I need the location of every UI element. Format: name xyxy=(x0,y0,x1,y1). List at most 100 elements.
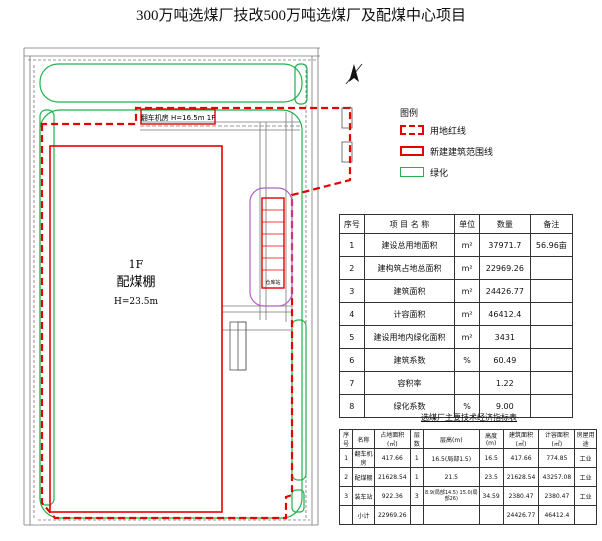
legend: 图例 用地红线 新建建筑范围线 绿化 xyxy=(400,106,493,185)
table-cell: 23.5 xyxy=(478,467,504,487)
road-lines xyxy=(23,47,320,526)
greenery-swatch xyxy=(400,167,424,177)
legend-item: 用地红线 xyxy=(400,122,493,138)
table-cell: 3431 xyxy=(478,325,531,349)
table-cell: 2380.47 xyxy=(538,486,576,506)
north-arrow-icon xyxy=(345,63,363,85)
table-cell xyxy=(529,302,574,326)
coal-shed-name-label: 配煤棚 xyxy=(116,275,155,290)
table-cell: 60.49 xyxy=(478,348,531,372)
table-cell: 21628.54 xyxy=(373,467,411,487)
loading-station-outline xyxy=(261,197,285,289)
table-cell: % xyxy=(454,348,480,372)
table-cell: 1 xyxy=(338,448,354,468)
table-cell: 工业 xyxy=(574,486,597,506)
table-cell: 22969.26 xyxy=(478,256,531,280)
table-cell: 3 xyxy=(339,279,365,303)
table-cell: % xyxy=(454,394,480,418)
table-cell: 建设用地内绿化面积 xyxy=(363,325,456,349)
table-cell: 翻车机房 xyxy=(352,448,375,468)
loading-area-outline xyxy=(249,187,293,307)
column-header: 项 目 名 称 xyxy=(363,214,456,234)
column-header: 占地面积(㎡) xyxy=(373,429,411,449)
table-cell: 56.96亩 xyxy=(529,233,574,257)
table-cell: 922.36 xyxy=(373,486,411,506)
table-cell: 417.66 xyxy=(373,448,411,468)
legend-item: 绿化 xyxy=(400,164,493,180)
table-cell: 1 xyxy=(339,233,365,257)
table-cell: 2 xyxy=(338,467,354,487)
table-cell: 21628.54 xyxy=(502,467,540,487)
table-cell: 容积率 xyxy=(363,371,456,395)
table-cell xyxy=(529,325,574,349)
table-cell: 小计 xyxy=(352,505,375,525)
table-cell xyxy=(338,505,354,525)
table-cell xyxy=(529,279,574,303)
column-header: 计容面积(㎡) xyxy=(538,429,576,449)
column-header: 高度(m) xyxy=(478,429,504,449)
column-header: 层数 xyxy=(409,429,424,449)
building-line-swatch xyxy=(400,146,424,156)
legend-label: 用地红线 xyxy=(430,126,467,137)
coal-shed-height-label: H=23.5m xyxy=(114,297,158,307)
table-cell: 3 xyxy=(409,486,424,506)
tipper-house-outline xyxy=(140,108,216,125)
table-header-row: 序号 名称 占地面积(㎡) 层数 层高(m) 高度(m) 建筑面积(㎡) 计容面… xyxy=(338,429,597,449)
loading-station-label: 仓库站 xyxy=(265,279,280,286)
table-cell: 1.22 xyxy=(478,371,531,395)
table-cell: 计容面积 xyxy=(363,302,456,326)
table-cell: 1 xyxy=(409,467,424,487)
table-header-row: 序号 项 目 名 称 单位 数量 备注 xyxy=(339,214,574,234)
column-header: 建筑面积(㎡) xyxy=(502,429,540,449)
legend-label: 绿化 xyxy=(430,168,449,179)
conveyor-lines xyxy=(140,112,300,331)
table-cell xyxy=(529,348,574,372)
legend-item: 新建建筑范围线 xyxy=(400,143,493,159)
table-cell: 46412.4 xyxy=(478,302,531,326)
annex-buildings xyxy=(229,107,353,371)
table-cell: 21.5 xyxy=(422,467,480,487)
table-cell xyxy=(454,371,480,395)
coal-shed-outline xyxy=(49,145,223,513)
loading-station-grid xyxy=(262,209,284,271)
redline-swatch xyxy=(400,125,424,135)
table-cell: 5 xyxy=(339,325,365,349)
column-header: 层高(m) xyxy=(422,429,480,449)
table-cell: 3 xyxy=(338,486,354,506)
column-header: 备注 xyxy=(529,214,574,234)
table-cell xyxy=(529,256,574,280)
technical-index-table: 序号 名称 占地面积(㎡) 层数 层高(m) 高度(m) 建筑面积(㎡) 计容面… xyxy=(338,429,597,525)
table-cell: 1 xyxy=(409,448,424,468)
table-cell xyxy=(529,394,574,418)
table-cell: 6 xyxy=(339,348,365,372)
legend-label: 新建建筑范围线 xyxy=(430,147,494,158)
table-cell: m² xyxy=(454,325,480,349)
tech-table-caption: 选煤厂主要技术经济指标表 xyxy=(421,413,517,422)
table-cell: m² xyxy=(454,233,480,257)
table-cell xyxy=(529,371,574,395)
table-cell: m² xyxy=(454,302,480,326)
table-cell: 16.5(局部1.5) xyxy=(422,448,480,468)
column-header: 数量 xyxy=(478,214,531,234)
page-title: 300万吨选煤厂技改500万吨选煤厂及配煤中心项目 xyxy=(135,8,466,24)
table-cell xyxy=(574,505,597,525)
table-cell: 34.59 xyxy=(478,486,504,506)
table-cell: 774.85 xyxy=(538,448,576,468)
table-cell: 16.5 xyxy=(478,448,504,468)
coal-shed-floor-label: 1F xyxy=(129,258,144,271)
column-header: 房屋用途 xyxy=(574,429,597,449)
table-cell: m² xyxy=(454,256,480,280)
table-cell: 工业 xyxy=(574,448,597,468)
table-cell: 绿化系数 xyxy=(363,394,456,418)
